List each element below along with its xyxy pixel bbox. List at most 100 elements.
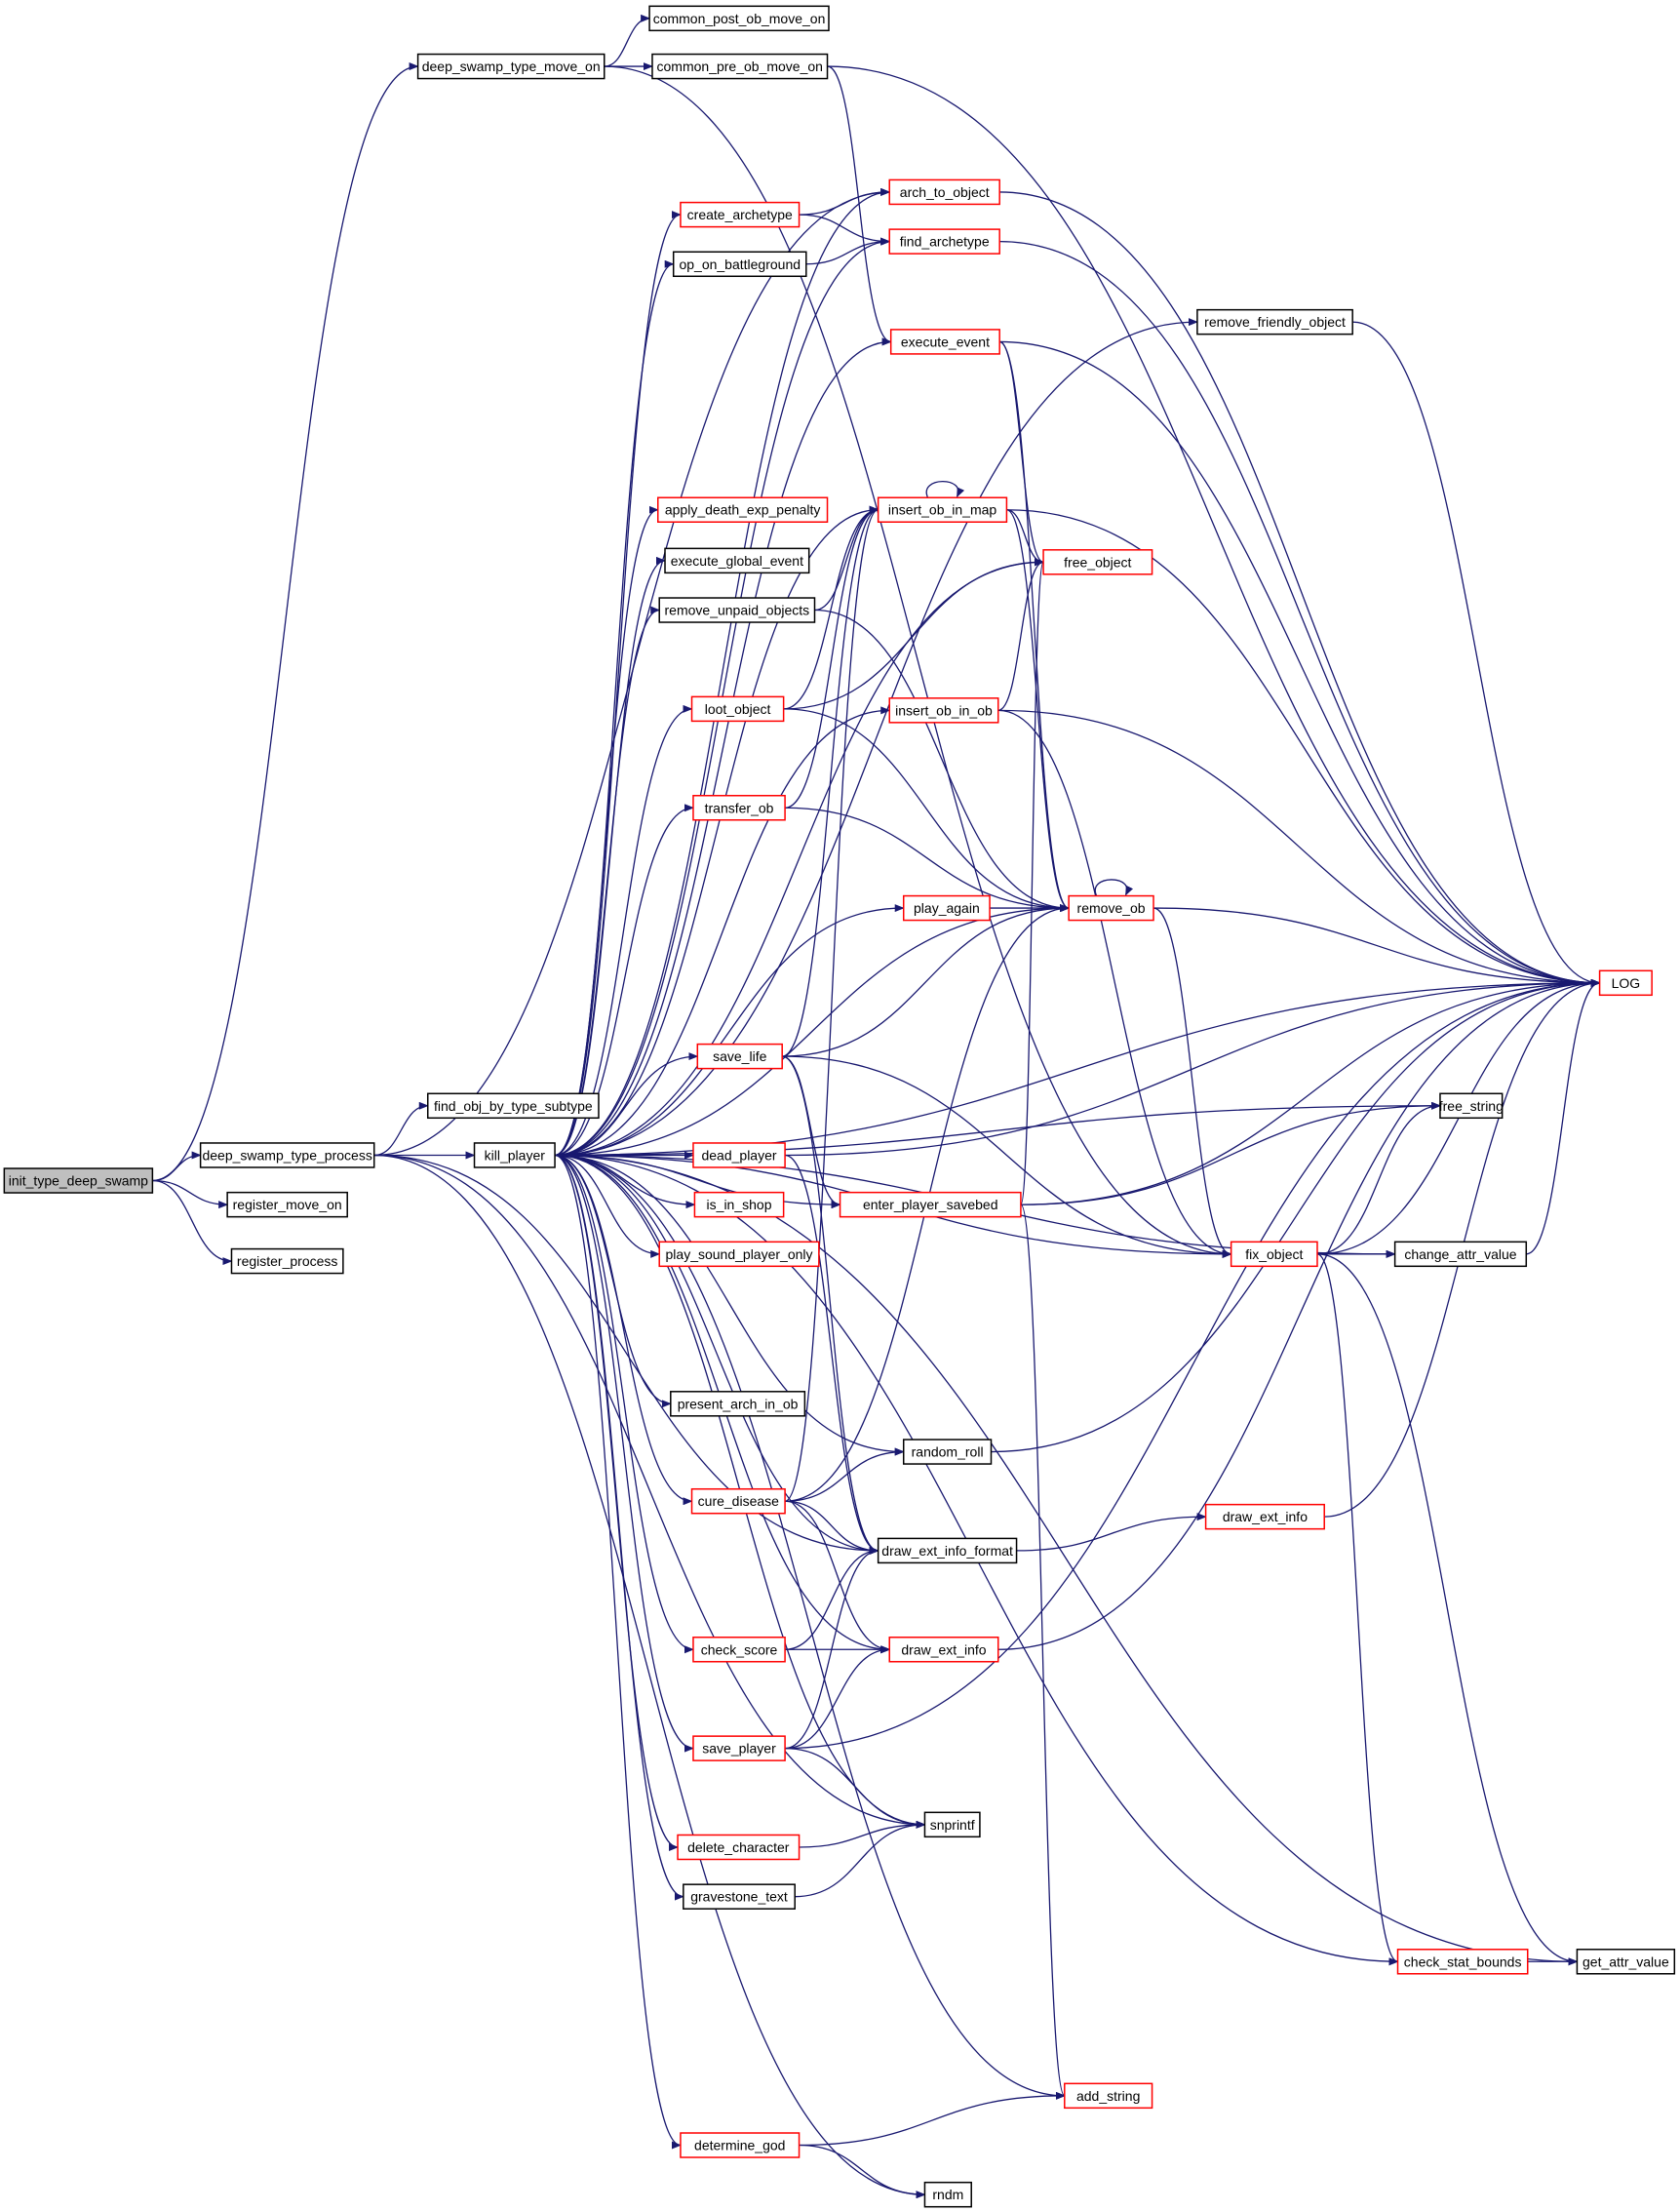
node-execute_event[interactable]: execute_event <box>889 329 1000 355</box>
node-label: insert_ob_in_map <box>888 502 997 518</box>
node-present_arch_in_ob[interactable]: present_arch_in_ob <box>670 1391 806 1417</box>
edge-kill_player-to-remove_friendly_object <box>555 318 1198 1157</box>
node-deep_swamp_type_move_on[interactable]: deep_swamp_type_move_on <box>416 53 606 80</box>
node-register_process[interactable]: register_process <box>230 1247 344 1275</box>
node-label: free_object <box>1064 554 1131 570</box>
edge-cure_disease-to-random_roll <box>785 1447 905 1502</box>
node-create_archetype[interactable]: create_archetype <box>680 201 801 228</box>
node-draw_ext_info_b[interactable]: draw_ext_info <box>888 1637 999 1663</box>
edge-deep_swamp_type_process-to-draw_ext_info_format <box>373 1154 879 1555</box>
node-arch_to_object[interactable]: arch_to_object <box>888 178 1000 206</box>
edge-kill_player-to-insert_ob_in_ob <box>555 706 891 1157</box>
node-box <box>692 1637 786 1663</box>
node-label: check_stat_bounds <box>1404 1954 1522 1969</box>
node-change_attr_value[interactable]: change_attr_value <box>1393 1241 1528 1268</box>
node-box <box>651 53 829 80</box>
edge-insert_ob_in_map-to-free_object <box>1006 509 1045 567</box>
node-label: random_roll <box>912 1444 984 1460</box>
edge-enter_player_savebed-to-add_string <box>1020 1204 1066 2100</box>
node-register_move_on[interactable]: register_move_on <box>226 1191 348 1218</box>
edge-save_player-to-LOG <box>785 978 1601 1750</box>
node-label: play_again <box>914 900 980 916</box>
node-label: save_life <box>713 1048 766 1064</box>
node-label: present_arch_in_ob <box>678 1396 799 1411</box>
node-remove_ob[interactable]: remove_ob <box>1068 894 1154 922</box>
node-random_roll[interactable]: random_roll <box>902 1439 993 1465</box>
node-label: snprintf <box>930 1817 975 1833</box>
node-add_string[interactable]: add_string <box>1064 2082 1153 2110</box>
edge-kill_player-to-gravestone_text <box>555 1154 684 1901</box>
node-free_string[interactable]: free_string <box>1439 1092 1504 1120</box>
edge-kill_player-to-save_life <box>555 1052 699 1157</box>
edge-execute_event-to-remove_ob <box>998 340 1071 912</box>
edge-gravestone_text-to-snprintf <box>795 1820 926 1898</box>
edge-kill_player-to-free_object <box>555 558 1045 1157</box>
node-label: add_string <box>1076 2088 1140 2104</box>
node-common_pre_ob_move_on[interactable]: common_pre_ob_move_on <box>651 53 829 80</box>
edge-init_type_deep_swamp-to-deep_swamp_type_move_on <box>152 62 419 1182</box>
node-dead_player[interactable]: dead_player <box>692 1142 786 1168</box>
node-snprintf[interactable]: snprintf <box>923 1811 981 1838</box>
edge-kill_player-to-present_arch_in_ob <box>555 1154 672 1408</box>
edge-find_archetype-to-LOG <box>999 240 1601 987</box>
edge-fix_object-to-get_attr_value <box>1316 1253 1579 1966</box>
edge-remove_ob-to-remove_ob <box>1094 879 1134 896</box>
node-init_type_deep_swamp[interactable]: init_type_deep_swamp <box>3 1167 154 1194</box>
node-draw_ext_info_format[interactable]: draw_ext_info_format <box>877 1537 1018 1564</box>
node-free_object[interactable]: free_object <box>1042 549 1153 575</box>
node-check_score[interactable]: check_score <box>692 1637 786 1663</box>
node-draw_ext_info_a[interactable]: draw_ext_info <box>1204 1503 1325 1530</box>
node-rndm[interactable]: rndm <box>923 2181 972 2208</box>
edge-determine_god-to-rndm <box>799 2144 926 2199</box>
node-label: deep_swamp_type_process <box>202 1147 371 1163</box>
node-apply_death_exp_penalty[interactable]: apply_death_exp_penalty <box>657 496 829 523</box>
node-label: gravestone_text <box>690 1889 788 1905</box>
node-LOG[interactable]: LOG <box>1598 969 1653 997</box>
node-insert_ob_in_map[interactable]: insert_ob_in_map <box>877 496 1008 523</box>
edge-create_archetype-to-find_archetype <box>799 214 891 246</box>
node-common_post_ob_move_on[interactable]: common_post_ob_move_on <box>648 5 830 32</box>
edge-save_player-to-draw_ext_info_format <box>785 1546 879 1750</box>
node-label: save_player <box>702 1741 776 1757</box>
node-label: remove_ob <box>1077 900 1146 916</box>
node-op_on_battleground[interactable]: op_on_battleground <box>672 251 807 278</box>
node-label: register_move_on <box>233 1197 342 1212</box>
node-transfer_ob[interactable]: transfer_ob <box>692 795 786 821</box>
node-save_life[interactable]: save_life <box>696 1043 783 1070</box>
node-find_obj_by_type_subtype[interactable]: find_obj_by_type_subtype <box>426 1092 600 1120</box>
node-execute_global_event[interactable]: execute_global_event <box>664 547 810 574</box>
node-get_attr_value[interactable]: get_attr_value <box>1576 1949 1676 1975</box>
node-remove_friendly_object[interactable]: remove_friendly_object <box>1196 308 1353 336</box>
node-fix_object[interactable]: fix_object <box>1230 1241 1318 1268</box>
node-box <box>658 1241 820 1268</box>
node-gravestone_text[interactable]: gravestone_text <box>683 1883 796 1910</box>
node-box <box>690 1487 786 1515</box>
edge-cure_disease-to-draw_ext_info_format <box>785 1500 879 1555</box>
edge-kill_player-to-transfer_ob <box>555 804 694 1157</box>
node-remove_unpaid_objects[interactable]: remove_unpaid_objects <box>658 597 816 623</box>
edge-kill_player-to-remove_ob <box>555 904 1071 1157</box>
node-enter_player_savebed[interactable]: enter_player_savebed <box>839 1191 1022 1218</box>
node-box <box>1439 1092 1504 1120</box>
node-box <box>672 251 807 278</box>
node-save_player[interactable]: save_player <box>692 1735 786 1761</box>
node-loot_object[interactable]: loot_object <box>690 695 785 723</box>
node-determine_god[interactable]: determine_god <box>680 2132 801 2158</box>
node-label: remove_friendly_object <box>1204 314 1346 330</box>
node-play_again[interactable]: play_again <box>902 894 991 922</box>
node-play_sound_player_only[interactable]: play_sound_player_only <box>658 1241 820 1268</box>
node-box <box>1230 1241 1318 1268</box>
node-deep_swamp_type_process[interactable]: deep_swamp_type_process <box>199 1142 375 1168</box>
edge-arch_to_object-to-LOG <box>999 191 1601 987</box>
node-cure_disease[interactable]: cure_disease <box>690 1487 786 1515</box>
node-find_archetype[interactable]: find_archetype <box>888 228 1000 255</box>
node-insert_ob_in_ob[interactable]: insert_ob_in_ob <box>888 697 999 724</box>
node-box <box>1204 1503 1325 1530</box>
node-box <box>657 496 829 523</box>
node-delete_character[interactable]: delete_character <box>677 1834 801 1861</box>
edge-kill_player-to-random_roll <box>555 1154 905 1456</box>
node-label: change_attr_value <box>1404 1246 1516 1262</box>
node-kill_player[interactable]: kill_player <box>473 1142 556 1168</box>
node-check_stat_bounds[interactable]: check_stat_bounds <box>1396 1949 1529 1975</box>
node-is_in_shop[interactable]: is_in_shop <box>693 1191 785 1218</box>
